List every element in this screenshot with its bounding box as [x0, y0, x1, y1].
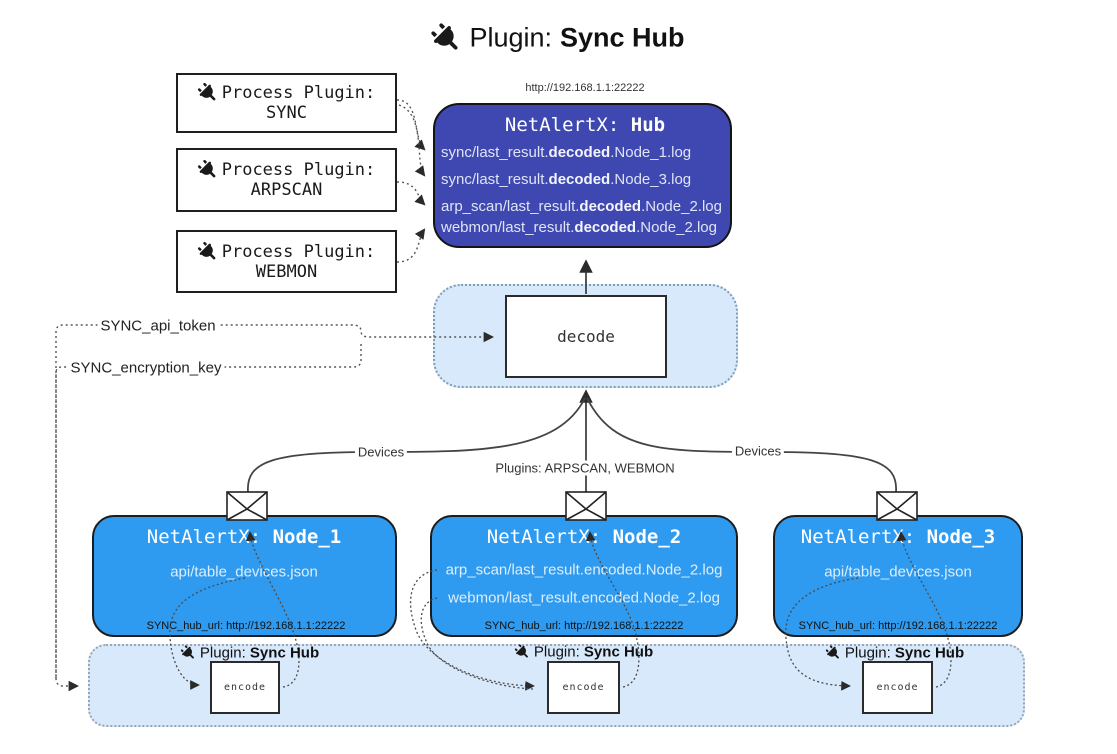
process-plugin-label: Process Plugin:	[221, 160, 376, 180]
edge-label-plugins: Plugins: ARPSCAN, WEBMON	[492, 460, 678, 476]
hub-title-prefix: NetAlertX:	[504, 114, 631, 136]
process-plugin-name: ARPSCAN	[250, 180, 323, 200]
band-plugin-label-1: Plugin: Sync Hub	[180, 645, 319, 662]
page-title: Plugin: Sync Hub	[431, 22, 685, 54]
plug-icon	[197, 159, 216, 178]
band-plugin-label-3: Plugin: Sync Hub	[825, 645, 964, 662]
node3-title: NetAlertX: Node_3	[800, 526, 996, 548]
band-plugin-label-2: Plugin: Sync Hub	[514, 644, 653, 661]
hub-log-line: sync/last_result.decoded.Node_1.log	[441, 144, 692, 161]
process-plugin-box-webmon: Process Plugin: WEBMON	[176, 230, 397, 293]
hub-log-line: arp_scan/last_result.decoded.Node_2.log	[441, 198, 722, 215]
hub-title-bold: Hub	[630, 114, 666, 136]
edge-label-devices-left: Devices	[354, 444, 408, 460]
process-plugin-name: SYNC	[266, 103, 307, 123]
node2-line: webmon/last_result.encoded.Node_2.log	[448, 589, 720, 607]
process-plugin-box-arpscan: Process Plugin: ARPSCAN	[176, 148, 397, 212]
edge-settings-to-band	[55, 677, 80, 692]
title-bold: Sync Hub	[560, 22, 685, 53]
node2-line: arp_scan/last_result.encoded.Node_2.log	[445, 561, 723, 579]
node2-title: NetAlertX: Node_2	[486, 526, 682, 548]
edge-label-devices-right: Devices	[731, 443, 785, 459]
hub-title: NetAlertX: Hub	[505, 114, 665, 136]
edge-node1-to-decode	[247, 397, 586, 493]
process-plugin-name: WEBMON	[255, 261, 318, 282]
plugin-to-hub-edges	[396, 99, 426, 263]
plug-icon	[825, 645, 839, 659]
plug-icon	[514, 644, 528, 658]
node1-hub-url: SYNC_hub_url: http://192.168.1.1:22222	[146, 620, 346, 632]
sync-api-token-label: SYNC_api_token	[97, 317, 219, 335]
hub-box	[433, 103, 732, 248]
hub-log-line: sync/last_result.decoded.Node_3.log	[441, 171, 692, 188]
node1-title: NetAlertX: Node_1	[146, 526, 342, 548]
plug-icon	[197, 241, 216, 259]
encode-box-2: encode	[547, 661, 620, 714]
hub-log-line: webmon/last_result.decoded.Node_2.log	[441, 219, 717, 236]
node2-hub-url: SYNC_hub_url: http://192.168.1.1:22222	[484, 620, 684, 632]
decode-box: decode	[505, 295, 667, 378]
plug-icon	[180, 645, 194, 659]
encode-box-3: encode	[862, 661, 933, 714]
node1-line: api/table_devices.json	[170, 563, 318, 581]
plug-icon	[431, 22, 458, 50]
sync-encryption-key-label: SYNC_encryption_key	[67, 359, 225, 377]
process-plugin-label: Process Plugin:	[221, 83, 376, 103]
node3-hub-url: SYNC_hub_url: http://192.168.1.1:22222	[798, 620, 998, 632]
encode-box-1: encode	[210, 661, 280, 714]
process-plugin-label: Process Plugin:	[221, 241, 376, 262]
process-plugin-box-sync: Process Plugin: SYNC	[176, 73, 397, 133]
plug-icon	[197, 82, 216, 101]
hub-url-label: http://192.168.1.1:22222	[525, 82, 645, 94]
node3-line: api/table_devices.json	[824, 563, 972, 581]
title-prefix: Plugin:	[469, 22, 553, 53]
